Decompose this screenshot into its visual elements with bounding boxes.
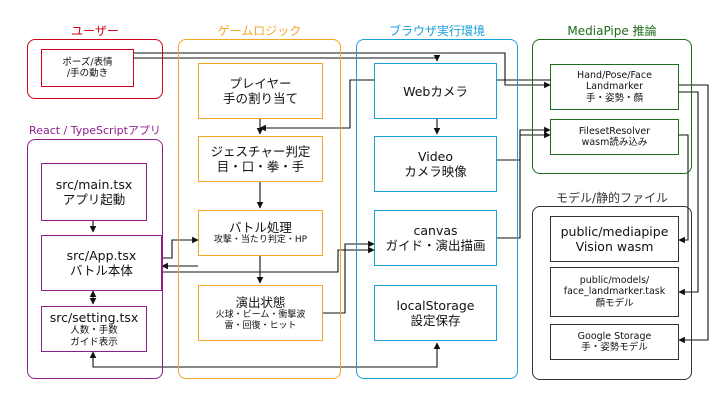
- node-battle-process: バトル処理 攻撃・当たり判定・HP: [198, 210, 323, 256]
- node-landmarker: Hand/Pose/Face Landmarker 手・姿勢・顔: [550, 64, 679, 110]
- group-mediapipe: [532, 39, 692, 174]
- arrow-effect-to-canvas: [323, 240, 375, 314]
- group-game: [178, 39, 341, 379]
- node-localstorage: localStorage 設定保存: [374, 285, 497, 341]
- node-app-tsx: src/App.tsx バトル本体: [41, 235, 162, 291]
- arrow-setting-storage: [89, 342, 441, 368]
- node-pose-input: ポーズ/表情 /手の動き: [41, 49, 134, 87]
- node-video: Video カメラ映像: [374, 136, 497, 192]
- group-user-title: ユーザー: [71, 24, 119, 38]
- node-gesture-detect: ジェスチャー判定 目・口・拳・手: [198, 136, 323, 182]
- arrow-landmarker-to-facemodel: [678, 91, 699, 296]
- group-game-title: ゲームロジック: [217, 24, 302, 38]
- node-google-storage: Google Storage 手・姿勢モデル: [550, 324, 679, 360]
- group-react: [27, 139, 163, 379]
- arrow-app-to-battle: [162, 236, 199, 259]
- group-browser: [356, 39, 518, 379]
- node-player-assign: プレイヤー 手の割り当て: [198, 63, 323, 119]
- arrow-fileset-to-vision: [678, 134, 689, 244]
- group-browser-title: ブラウザ実行環境: [388, 24, 485, 38]
- node-fileset-resolver: FilesetResolver wasm読み込み: [550, 119, 679, 155]
- node-main-tsx: src/main.tsx アプリ起動: [41, 163, 147, 221]
- arrow-pose-to-webcam: [134, 55, 441, 62]
- arrow-pose-to-landmarker: [134, 52, 551, 89]
- node-effect-state: 演出状態 火球・ビーム・衝撃波 雷・回復・ヒット: [198, 285, 323, 341]
- group-mediapipe-title: MediaPipe 推論: [567, 24, 657, 38]
- node-webcam: Webカメラ: [374, 63, 497, 119]
- arrow-landmarker-to-gstorage: [678, 84, 709, 344]
- node-vision-wasm: public/mediapipe Vision wasm: [550, 216, 679, 262]
- group-model-title: モデル/静的ファイル: [555, 191, 669, 205]
- node-canvas: canvas ガイド・演出描画: [374, 210, 497, 266]
- group-react-title: React / TypeScriptアプリ: [29, 124, 161, 137]
- node-setting-tsx: src/setting.tsx 人数・手数 ガイド表示: [41, 306, 147, 352]
- group-user: [27, 39, 163, 99]
- node-face-model: public/models/ face_landmarker.task 顔モデル: [550, 267, 679, 317]
- arrow-canvas-to-mp: [497, 131, 551, 239]
- group-model: [532, 206, 692, 380]
